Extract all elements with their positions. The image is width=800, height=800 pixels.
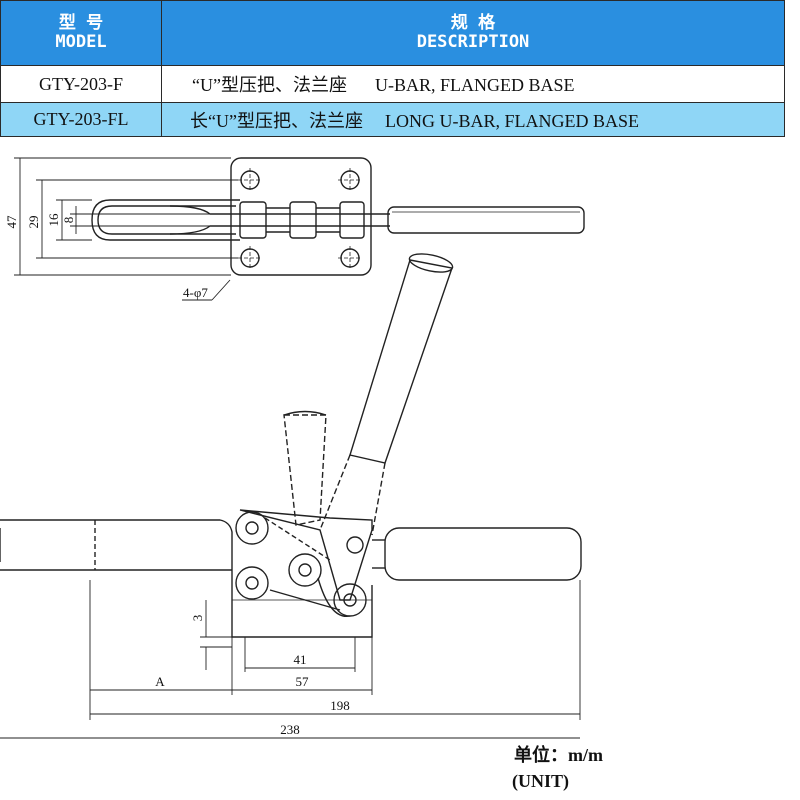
dim-16: 16	[46, 213, 61, 227]
handle-grip-side	[384, 527, 582, 581]
side-view-dimensions	[0, 580, 581, 739]
mounting-holes	[238, 168, 362, 270]
description-cn: 长“U”型压把、法兰座	[190, 110, 363, 131]
unit-label-en: (UNIT)	[512, 771, 569, 791]
dim-47: 47	[4, 215, 19, 229]
side-view	[0, 253, 582, 638]
top-view	[91, 157, 585, 276]
dim-41: 41	[294, 652, 307, 667]
u-bar	[91, 199, 240, 241]
table-row: GTY-203-FL 长“U”型压把、法兰座 LONG U-BAR, FLANGE…	[0, 102, 785, 137]
raised-handle	[349, 259, 453, 464]
description-cell: “U”型压把、法兰座 U-BAR, FLANGED BASE	[161, 65, 785, 103]
description-header: 规 格 DESCRIPTION	[161, 0, 785, 66]
spec-table: 型 号 MODEL 规 格 DESCRIPTION GTY-203-F “U”型…	[0, 0, 785, 137]
dim-a: A	[155, 674, 165, 689]
base-plate	[230, 157, 372, 276]
model-cell: GTY-203-FL	[0, 102, 162, 137]
model-cell: GTY-203-F	[0, 65, 162, 103]
description-cn: “U”型压把、法兰座	[192, 75, 347, 95]
linkage	[239, 509, 373, 601]
dim-57: 57	[296, 674, 310, 689]
description-en: U-BAR, FLANGED BASE	[374, 75, 575, 95]
description-en: LONG U-BAR, FLANGED BASE	[384, 110, 639, 131]
table-row: GTY-203-F “U”型压把、法兰座 U-BAR, FLANGED BASE	[0, 65, 785, 103]
dim-3: 3	[190, 615, 205, 622]
technical-drawing: 47 29 16 8 4-φ7 3 41 A 57 198 238	[0, 157, 585, 739]
model-header: 型 号 MODEL	[0, 0, 162, 66]
dim-238: 238	[280, 722, 300, 737]
dim-holes: 4-φ7	[183, 285, 208, 300]
table-header-row: 型 号 MODEL 规 格 DESCRIPTION	[0, 0, 785, 66]
dim-29: 29	[26, 216, 41, 229]
top-view-dimensions	[14, 157, 240, 301]
clamp-bar	[0, 519, 233, 580]
description-header-cn: 规 格	[450, 13, 496, 33]
model-header-en: MODEL	[55, 32, 107, 52]
description-header-en: DESCRIPTION	[416, 32, 530, 52]
dim-198: 198	[330, 698, 350, 713]
description-cell: 长“U”型压把、法兰座 LONG U-BAR, FLANGED BASE	[161, 102, 785, 137]
handle-grip-top	[387, 206, 585, 234]
model-header-cn: 型 号	[58, 13, 104, 33]
dim-8: 8	[61, 217, 76, 224]
unit-label: 单位：m/m	[514, 745, 603, 765]
base-side	[231, 580, 373, 638]
